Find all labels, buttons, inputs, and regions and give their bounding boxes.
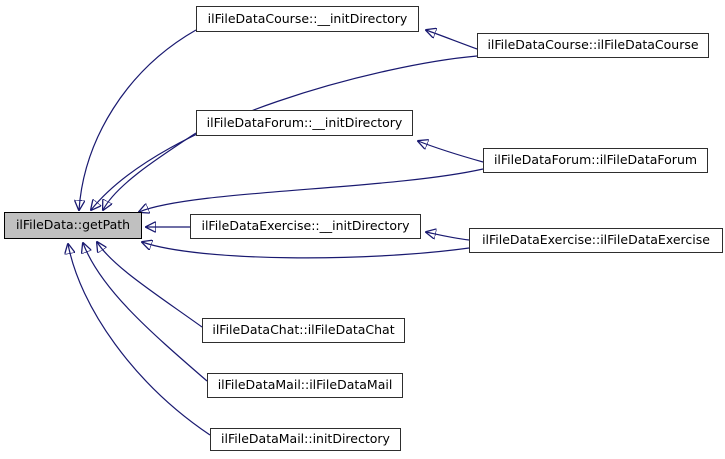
edge-exercise-ctor-to-getpath xyxy=(142,242,470,259)
node-ilfiledatachat-constructor[interactable]: ilFileDataChat::ilFileDataChat xyxy=(202,318,405,343)
edge-exercise-ctor-to-exercise-init xyxy=(426,232,470,241)
edge-course-ctor-to-getpath xyxy=(91,55,478,210)
edge-mail-init-to-getpath xyxy=(68,244,211,436)
node-ilfiledata-getpath: ilFileData::getPath xyxy=(4,212,142,239)
edge-chat-ctor-to-getpath xyxy=(97,242,203,328)
node-ilfiledatacourse-constructor[interactable]: ilFileDataCourse::ilFileDataCourse xyxy=(477,33,709,58)
node-ilfiledatamail-initdirectory[interactable]: ilFileDataMail::initDirectory xyxy=(210,428,401,451)
edge-mail-ctor-to-getpath xyxy=(83,243,208,382)
node-ilfiledataexercise-initdirectory[interactable]: ilFileDataExercise::__initDirectory xyxy=(190,214,421,239)
edge-course-init-to-getpath xyxy=(79,29,197,210)
node-ilfiledataforum-initdirectory[interactable]: ilFileDataForum::__initDirectory xyxy=(196,110,413,136)
edge-forum-ctor-to-forum-init xyxy=(418,141,484,163)
node-ilfiledataexercise-constructor[interactable]: ilFileDataExercise::ilFileDataExercise xyxy=(469,228,723,253)
edge-course-ctor-to-course-init xyxy=(426,30,478,50)
edge-forum-init-to-getpath xyxy=(103,132,197,210)
node-ilfiledatacourse-initdirectory[interactable]: ilFileDataCourse::__initDirectory xyxy=(196,6,419,32)
node-ilfiledataforum-constructor[interactable]: ilFileDataForum::ilFileDataForum xyxy=(483,148,708,173)
node-ilfiledatamail-constructor[interactable]: ilFileDataMail::ilFileDataMail xyxy=(207,373,403,398)
edge-forum-ctor-to-getpath xyxy=(139,168,484,212)
